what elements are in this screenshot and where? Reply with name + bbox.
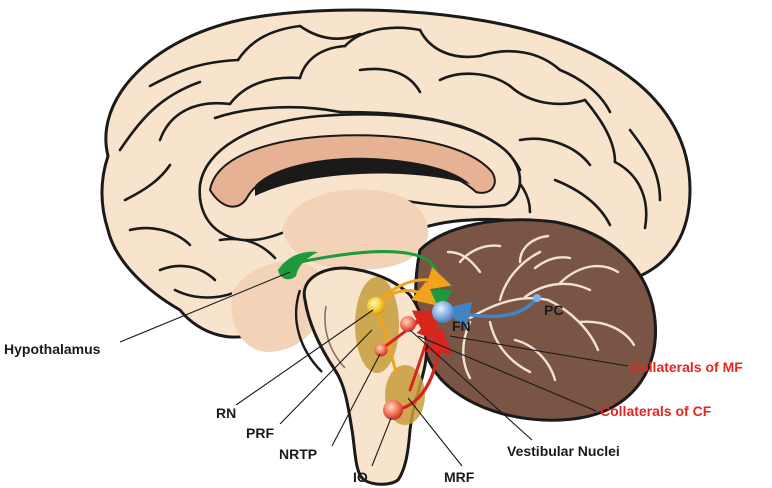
label-io: IO (353, 469, 368, 485)
pc-dot (533, 294, 541, 302)
label-hypothalamus: Hypothalamus (4, 341, 101, 357)
label-fn: FN (452, 318, 471, 334)
label-pc: PC (544, 302, 563, 318)
label-collaterals-cf: Collaterals of CF (600, 403, 712, 419)
fn-sphere (432, 301, 454, 323)
vestibular-sphere (400, 316, 416, 332)
io-sphere (383, 400, 403, 420)
label-vestibular-nuclei: Vestibular Nuclei (507, 443, 620, 459)
label-nrtp: NRTP (279, 446, 317, 462)
label-collaterals-mf: Collaterals of MF (630, 359, 743, 375)
label-mrf: MRF (444, 469, 475, 485)
nrtp-sphere (375, 344, 388, 357)
label-rn: RN (216, 405, 236, 421)
label-prf: PRF (246, 425, 274, 441)
